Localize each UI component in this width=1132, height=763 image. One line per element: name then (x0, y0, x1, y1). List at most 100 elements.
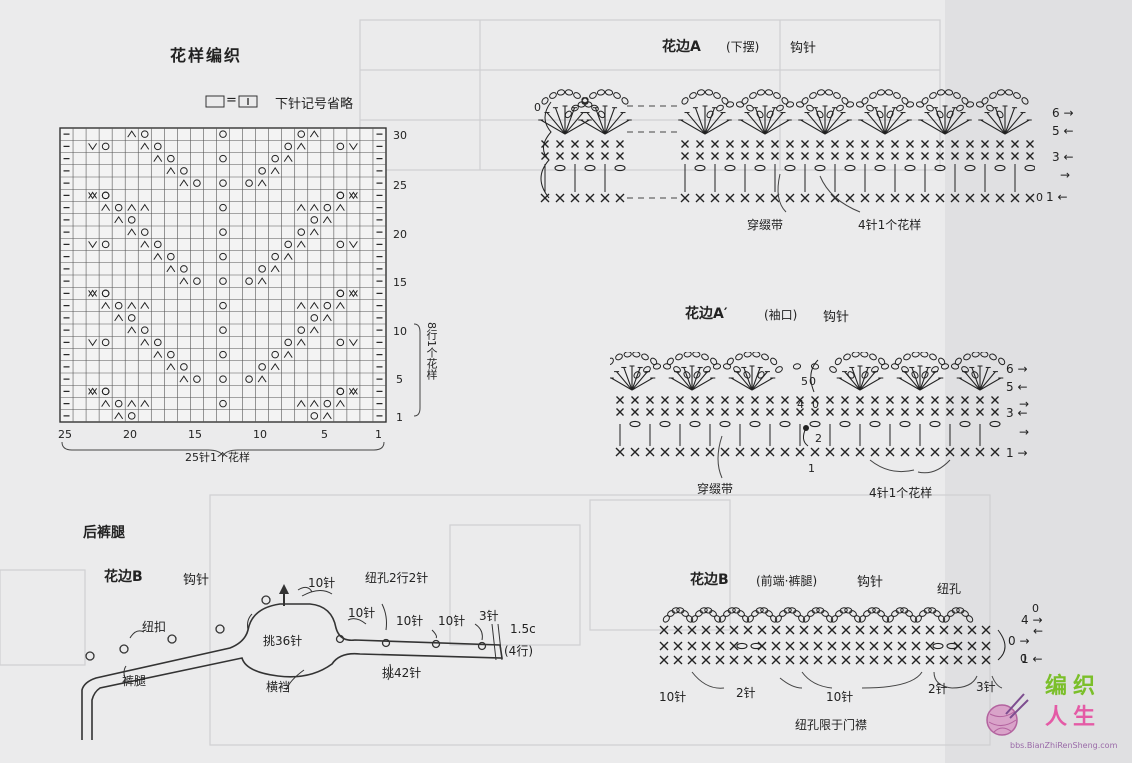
edge-a2-tool: 钩针 (823, 310, 850, 325)
single-crochet-symbol (585, 193, 595, 203)
yarn-over-symbol (271, 154, 279, 163)
yarn-over-symbol (180, 265, 188, 273)
chain-symbol (724, 164, 736, 172)
yarn-over-symbol (219, 301, 227, 310)
chain-loop-symbol (770, 357, 778, 366)
chain-loop-symbol (810, 363, 820, 370)
decrease-symbol (88, 192, 98, 200)
chain-loop-symbol (847, 371, 855, 379)
yarn-over-symbol (271, 350, 279, 359)
single-crochet-symbol (841, 396, 849, 404)
chain-symbol (869, 420, 881, 428)
fan-stitch-symbol (824, 119, 850, 135)
single-crochet-symbol (799, 655, 809, 665)
chain-loop-symbol (591, 104, 599, 112)
decrease-symbol (270, 264, 280, 273)
single-crochet-symbol (616, 140, 624, 148)
join-curve (810, 359, 819, 393)
single-crochet-symbol (876, 152, 884, 160)
yarn-over-symbol (180, 363, 188, 371)
chain-symbol (809, 420, 821, 428)
chain-symbol (629, 420, 641, 428)
single-crochet-symbol (841, 655, 851, 665)
edge-a2-crochet-diagram (610, 352, 1006, 457)
chain-symbol (964, 164, 976, 172)
single-crochet-symbol (945, 447, 955, 457)
single-crochet-symbol (953, 641, 963, 651)
chain-loop-symbol (998, 357, 1006, 366)
single-crochet-symbol (900, 447, 910, 457)
chain-loop-symbol (613, 92, 621, 99)
decrease-symbol (283, 252, 293, 260)
chain-loop-symbol (981, 97, 989, 105)
decrease-symbol (166, 362, 176, 371)
single-crochet-symbol (840, 447, 850, 457)
yarn-over-symbol (336, 142, 345, 151)
single-crochet-symbol (841, 625, 851, 635)
yarn-over-symbol (101, 338, 110, 347)
yarn-over-symbol (245, 375, 253, 383)
back-leg-edge-title: 花边B (104, 569, 143, 585)
fan-stitch-symbol (540, 119, 566, 135)
single-crochet-symbol (771, 140, 779, 148)
chain-loop-symbol (596, 89, 606, 96)
logo-line1: 编织 (1045, 674, 1102, 699)
chain-symbol (689, 420, 701, 428)
single-crochet-symbol (876, 140, 884, 148)
leg-label-10a: 10针 (308, 576, 336, 590)
chain-symbol (754, 164, 766, 172)
single-crochet-symbol (861, 152, 869, 160)
fan-stitch-symbol (746, 112, 766, 135)
logo-line2: 人生 (1045, 705, 1102, 730)
yarn-over-symbol (219, 130, 227, 138)
single-crochet-symbol (931, 408, 939, 416)
single-crochet-symbol (916, 408, 924, 416)
single-crochet-symbol (951, 152, 959, 160)
fan-stitch-symbol (751, 371, 768, 391)
single-crochet-symbol (541, 140, 549, 148)
decrease-symbol (140, 142, 150, 150)
yarn-over-symbol (193, 375, 201, 383)
single-crochet-symbol (673, 655, 683, 665)
single-crochet-symbol (831, 140, 839, 148)
yarn-over-symbol (154, 338, 162, 347)
chain-loop-symbol (743, 352, 752, 358)
single-crochet-symbol (946, 396, 954, 404)
chain-loop-symbol (971, 371, 979, 379)
fan-stitch-symbol (631, 377, 654, 391)
single-crochet-symbol (1025, 193, 1035, 203)
chain-loop-symbol (986, 104, 994, 112)
chain-loop-symbol (834, 357, 842, 366)
yarn-over-symbol (114, 399, 123, 408)
fan-stitch-symbol (851, 367, 861, 391)
row-label-10: 10 (393, 325, 407, 338)
single-crochet-symbol (891, 152, 899, 160)
single-crochet-symbol (691, 396, 699, 404)
row-label-30: 30 (393, 129, 407, 142)
single-crochet-symbol (710, 193, 720, 203)
single-crochet-symbol (825, 447, 835, 457)
single-crochet-symbol (921, 152, 929, 160)
fan-stitch-symbol (564, 107, 576, 135)
chain-loop-symbol (783, 607, 792, 614)
decrease-symbol (283, 154, 293, 162)
chain-loop-symbol (878, 357, 886, 366)
chain-loop-symbol (621, 97, 629, 105)
leg-label-pick36: 挑36针 (263, 634, 303, 648)
single-crochet-symbol (757, 641, 767, 651)
chain-loop-symbol (737, 610, 745, 617)
single-crochet-symbol (991, 408, 999, 416)
chain-loop-symbol (704, 89, 714, 96)
yarn-over-symbol (284, 240, 292, 249)
decrease-symbol (348, 191, 358, 199)
chain-loop-symbol (764, 89, 774, 96)
chain-loop-symbol (713, 92, 721, 99)
single-crochet-symbol (771, 625, 781, 635)
decrease-symbol (348, 241, 358, 249)
single-crochet-symbol (816, 152, 824, 160)
fan-stitch-symbol (884, 119, 910, 135)
chain-loop-symbol (722, 363, 732, 370)
edge-b-mark-bottom: 0 (1020, 652, 1027, 665)
chain-loop-symbol (573, 92, 581, 99)
single-crochet-symbol (916, 396, 924, 404)
